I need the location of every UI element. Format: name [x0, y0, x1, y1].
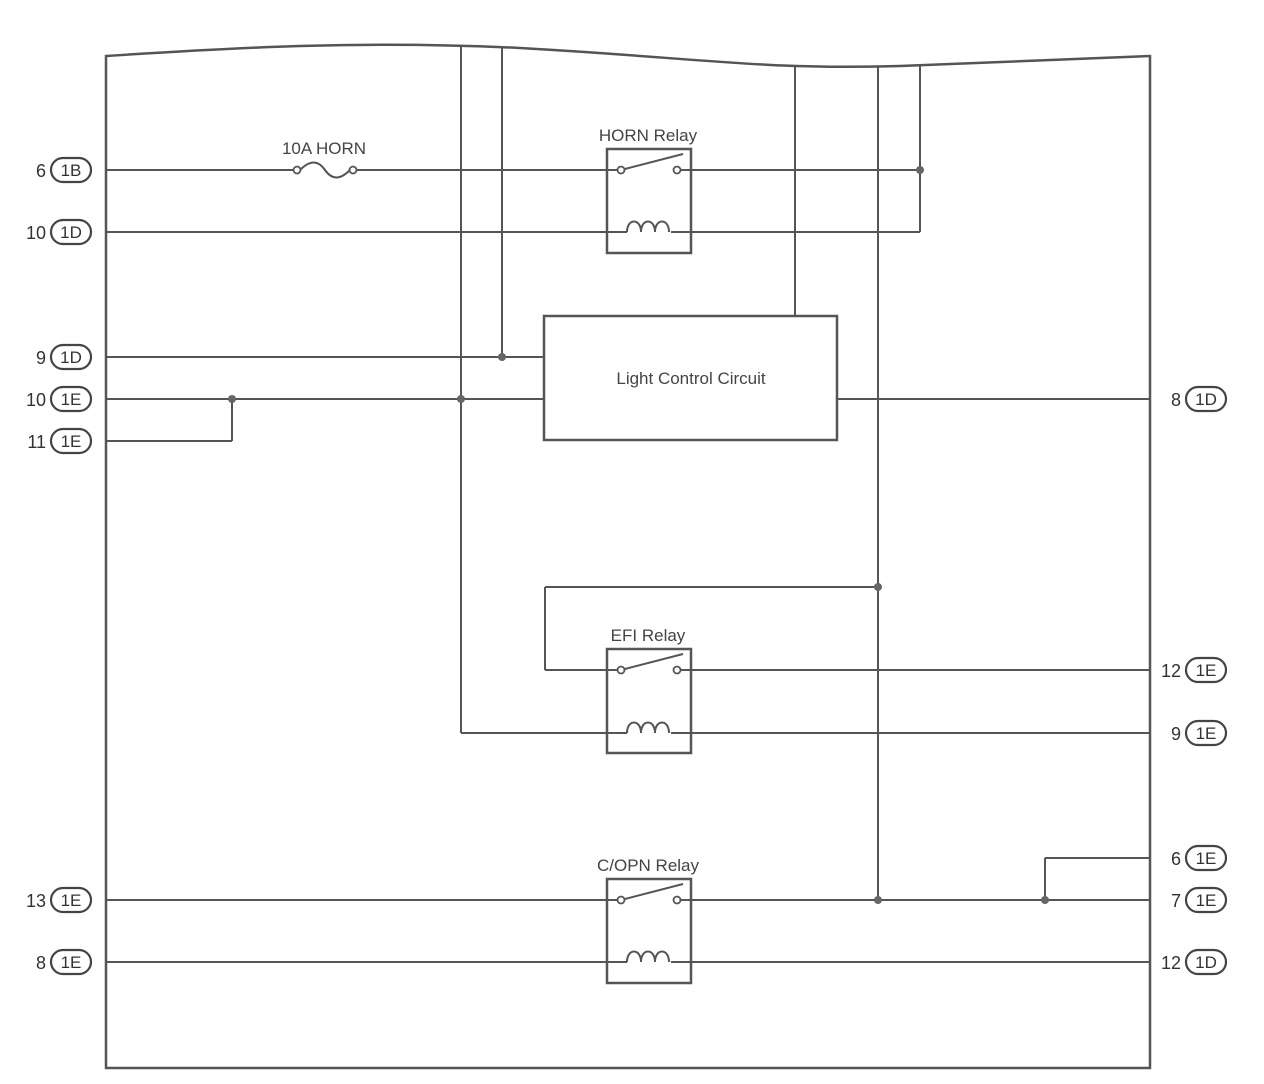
svg-text:13: 13	[26, 891, 46, 911]
terminal-right: 12 1E	[1161, 656, 1228, 684]
terminal-left: 9 1D	[36, 343, 93, 371]
terminal-right: 9 1E	[1171, 719, 1228, 747]
junction-block-frame	[104, 43, 1152, 1070]
svg-text:12: 12	[1161, 661, 1181, 681]
terminal-left: 10 1D	[26, 218, 93, 246]
fuse-10a-horn: 10A HORN	[282, 139, 366, 179]
svg-text:7: 7	[1171, 891, 1181, 911]
svg-text:10: 10	[26, 223, 46, 243]
relay-coil-icon	[626, 220, 670, 233]
svg-text:1E: 1E	[1196, 661, 1217, 680]
terminal-left: 8 1E	[36, 948, 93, 976]
svg-text:10: 10	[26, 390, 46, 410]
light-control-label: Light Control Circuit	[616, 369, 766, 388]
terminal-left: 11 1E	[27, 427, 93, 455]
svg-text:8: 8	[36, 953, 46, 973]
terminal-left: 6 1B	[36, 156, 93, 184]
svg-text:8: 8	[1171, 390, 1181, 410]
efi-relay-label: EFI Relay	[611, 626, 686, 645]
svg-text:1E: 1E	[61, 953, 82, 972]
horn-relay-label: HORN Relay	[599, 126, 698, 145]
svg-text:1E: 1E	[61, 390, 82, 409]
svg-text:1B: 1B	[61, 161, 82, 180]
svg-text:1D: 1D	[60, 223, 82, 242]
efi-relay: EFI Relay	[605, 626, 693, 755]
svg-text:9: 9	[36, 348, 46, 368]
horn-relay: HORN Relay	[599, 126, 698, 255]
light-control-circuit: Light Control Circuit	[542, 314, 839, 442]
terminal-right: 6 1E	[1171, 844, 1228, 872]
svg-text:12: 12	[1161, 953, 1181, 973]
svg-text:1E: 1E	[61, 891, 82, 910]
junction-dots	[228, 166, 1049, 904]
terminal-right: 12 1D	[1161, 948, 1228, 976]
terminal-left: 13 1E	[26, 886, 93, 914]
relay-coil-icon	[626, 950, 670, 963]
svg-text:6: 6	[36, 161, 46, 181]
svg-text:6: 6	[1171, 849, 1181, 869]
horizontal-wires	[106, 169, 1150, 963]
svg-text:9: 9	[1171, 724, 1181, 744]
svg-text:1E: 1E	[1196, 849, 1217, 868]
svg-text:11: 11	[27, 432, 46, 452]
copn-relay: C/OPN Relay	[597, 856, 700, 985]
terminal-left: 10 1E	[26, 385, 93, 413]
svg-text:1E: 1E	[61, 432, 82, 451]
relay-coil-icon	[626, 721, 670, 734]
svg-text:1E: 1E	[1196, 891, 1217, 910]
svg-text:1D: 1D	[1195, 390, 1217, 409]
svg-text:1D: 1D	[1195, 953, 1217, 972]
right-terminals: 8 1D 12 1E 9 1E 6 1E 7 1E 12 1D	[1161, 385, 1228, 976]
terminal-right: 7 1E	[1171, 886, 1228, 914]
vertical-wires	[231, 46, 1150, 900]
copn-relay-label: C/OPN Relay	[597, 856, 700, 875]
svg-text:1D: 1D	[60, 348, 82, 367]
terminal-right: 8 1D	[1171, 385, 1228, 413]
left-terminals: 6 1B 10 1D 9 1D 10 1E 11 1E 13 1E	[26, 156, 93, 976]
fuse-label: 10A HORN	[282, 139, 366, 158]
svg-text:1E: 1E	[1196, 724, 1217, 743]
